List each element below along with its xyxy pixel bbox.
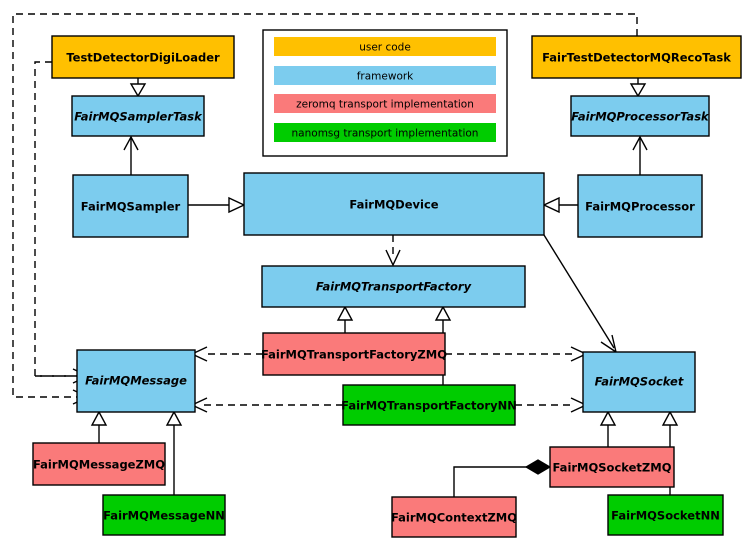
edge-socketzmq-to-socket — [599, 410, 617, 447]
node-box[interactable] — [607, 494, 724, 536]
edge-recotask-to-processortask — [629, 78, 647, 98]
legend-swatch-zeromq — [274, 94, 496, 113]
edge-transportfactorynn-to-socket — [515, 397, 588, 413]
node-fairmqsocket[interactable]: FairMQSocket — [582, 351, 696, 413]
node-fairmqdevice[interactable]: FairMQDevice — [243, 172, 545, 236]
node-box[interactable] — [32, 442, 166, 486]
node-label: FairMQSamplerTask — [74, 110, 203, 124]
edge-sampler-to-samplertask — [123, 135, 139, 175]
node-label: FairMQMessageZMQ — [33, 458, 165, 472]
edge-device-to-transportfactory — [385, 235, 401, 267]
edge-contextzmq-to-socketzmq — [453, 459, 552, 497]
node-fairtestdetectormqrecotask[interactable]: FairTestDetectorMQRecoTask — [531, 35, 742, 79]
node-fairmqmessage[interactable]: FairMQMessage — [76, 349, 196, 413]
node-label: FairMQSocketNN — [611, 509, 720, 523]
node-fairmqmessagezmq[interactable]: FairMQMessageZMQ — [32, 442, 166, 486]
node-fairmqsampler[interactable]: FairMQSampler — [72, 174, 189, 238]
node-label: FairMQSocket — [595, 375, 684, 389]
edge-transportfactoryzmq-to-transportfactory — [336, 305, 354, 333]
node-fairmqtransportfactoryzmq[interactable]: FairMQTransportFactoryZMQ — [261, 332, 447, 376]
node-box[interactable] — [342, 384, 516, 426]
node-box[interactable] — [391, 496, 517, 538]
node-fairmqtransportfactory[interactable]: FairMQTransportFactory — [261, 265, 526, 308]
node-fairmqsocketzmq[interactable]: FairMQSocketZMQ — [549, 446, 675, 488]
node-label: FairMQSocketZMQ — [553, 461, 672, 475]
node-label: FairMQSampler — [81, 200, 181, 214]
node-label: FairMQContextZMQ — [391, 511, 517, 525]
node-label: FairTestDetectorMQRecoTask — [542, 51, 731, 65]
node-box[interactable] — [549, 446, 675, 488]
node-box[interactable] — [577, 174, 703, 238]
legend-item-zeromq: zeromq transport implementation — [274, 94, 496, 113]
node-box[interactable] — [243, 172, 545, 236]
edge-messagenn-to-message — [165, 410, 183, 495]
edge-transportfactoryzmq-to-socket — [445, 346, 588, 362]
node-box[interactable] — [582, 351, 696, 413]
node-label: FairMQProcessorTask — [571, 110, 710, 124]
legend-item-nanomsg: nanomsg transport implementation — [274, 123, 496, 142]
edge-digiloader-to-samplertask — [129, 78, 147, 98]
edge-transportfactoryzmq-to-message — [190, 346, 263, 362]
node-box[interactable] — [570, 95, 710, 137]
node-label: FairMQProcessor — [585, 200, 695, 214]
node-fairmqprocessor[interactable]: FairMQProcessor — [577, 174, 703, 238]
node-fairmqtransportfactorynn[interactable]: FairMQTransportFactoryNN — [341, 384, 517, 426]
node-fairmqsamplertask[interactable]: FairMQSamplerTask — [71, 95, 205, 137]
node-label: TestDetectorDigiLoader — [66, 51, 220, 65]
node-label: FairMQTransportFactory — [316, 280, 472, 294]
node-testdetectordigiloader[interactable]: TestDetectorDigiLoader — [51, 35, 235, 79]
node-fairmqcontextzmq[interactable]: FairMQContextZMQ — [391, 496, 517, 538]
edge-processor-to-processortask — [632, 135, 648, 175]
node-fairmqprocessortask[interactable]: FairMQProcessorTask — [570, 95, 710, 137]
node-label: FairMQDevice — [349, 198, 438, 212]
node-label: FairMQMessageNN — [103, 509, 225, 523]
node-box[interactable] — [72, 174, 189, 238]
edge-messagezmq-to-message — [90, 410, 108, 443]
edge-processor-to-device — [542, 196, 578, 214]
node-box[interactable] — [71, 95, 205, 137]
node-box[interactable] — [76, 349, 196, 413]
node-box[interactable] — [262, 332, 446, 376]
node-label: FairMQMessage — [85, 374, 187, 388]
legend-label-zeromq: zeromq transport implementation — [296, 99, 474, 111]
legend-swatch-framework — [274, 66, 496, 85]
node-box[interactable] — [102, 494, 226, 536]
node-label: FairMQTransportFactoryNN — [341, 399, 517, 413]
legend-item-user-code: user code — [274, 37, 496, 56]
legend-label-user-code: user code — [359, 42, 411, 54]
node-box[interactable] — [531, 35, 742, 79]
legend-panel: user code framework zeromq transport imp… — [262, 29, 508, 157]
node-fairmqmessagenn[interactable]: FairMQMessageNN — [102, 494, 226, 536]
node-box[interactable] — [261, 265, 526, 308]
legend-swatch-user-code — [274, 37, 496, 56]
node-box[interactable] — [51, 35, 235, 79]
node-label: FairMQTransportFactoryZMQ — [261, 348, 447, 362]
edge-transportfactorynn-to-message — [190, 397, 343, 413]
legend-label-nanomsg: nanomsg transport implementation — [292, 128, 479, 140]
legend-item-framework: framework — [274, 66, 496, 85]
node-fairmqsocketnn[interactable]: FairMQSocketNN — [607, 494, 724, 536]
edge-sampler-to-device — [188, 196, 246, 214]
edge-device-to-socket — [543, 234, 618, 354]
node-layer: TestDetectorDigiLoader FairMQSamplerTask… — [32, 35, 742, 538]
legend-swatch-nanomsg — [274, 123, 496, 142]
legend-label-framework: framework — [357, 71, 414, 83]
